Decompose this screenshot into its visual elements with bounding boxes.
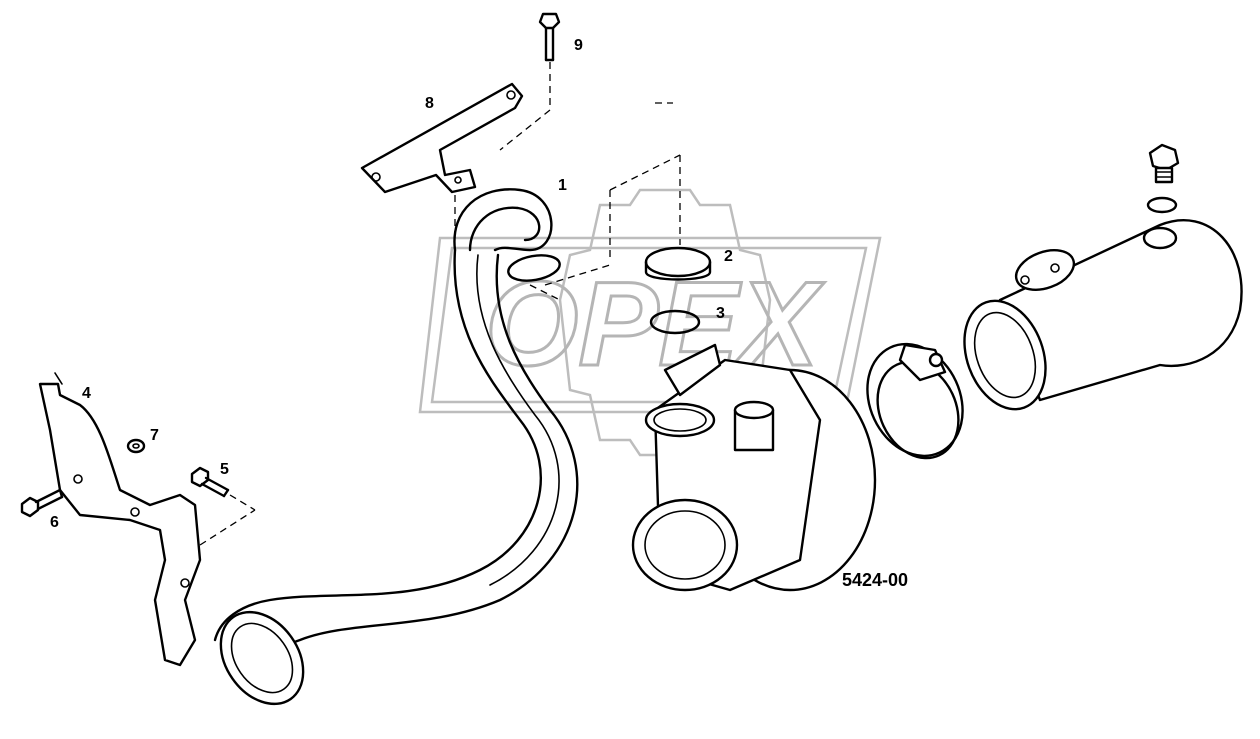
drawing-code: 5424-00 [842, 570, 908, 590]
callout-4: 4 [82, 385, 91, 402]
callout-2: 2 [724, 248, 733, 265]
bolt-part-6 [20, 488, 64, 518]
o-ring-part-3 [649, 309, 701, 335]
bracket-part-8 [360, 82, 551, 240]
oil-pipe-part-1 [213, 188, 611, 706]
turbocharger [631, 343, 877, 592]
callout-3: 3 [716, 305, 725, 322]
bolt-part-9 [538, 12, 561, 110]
support-bracket-part-4 [38, 372, 256, 667]
hose-clamp [866, 342, 964, 460]
clamp-part-2 [609, 102, 712, 281]
bolt-part-5 [190, 466, 230, 498]
callouts: 1 2 3 4 5 6 7 8 9 [50, 37, 733, 531]
callout-8: 8 [425, 95, 434, 112]
drain-plug [1148, 143, 1180, 184]
callout-9: 9 [574, 37, 583, 54]
sealing-washer [1146, 196, 1178, 214]
callout-6: 6 [50, 514, 59, 531]
callout-1: 1 [558, 177, 567, 194]
elbow-pipe [963, 219, 1243, 411]
callout-7: 7 [150, 427, 159, 444]
callout-5: 5 [220, 461, 229, 478]
nut-part-7 [126, 438, 146, 454]
